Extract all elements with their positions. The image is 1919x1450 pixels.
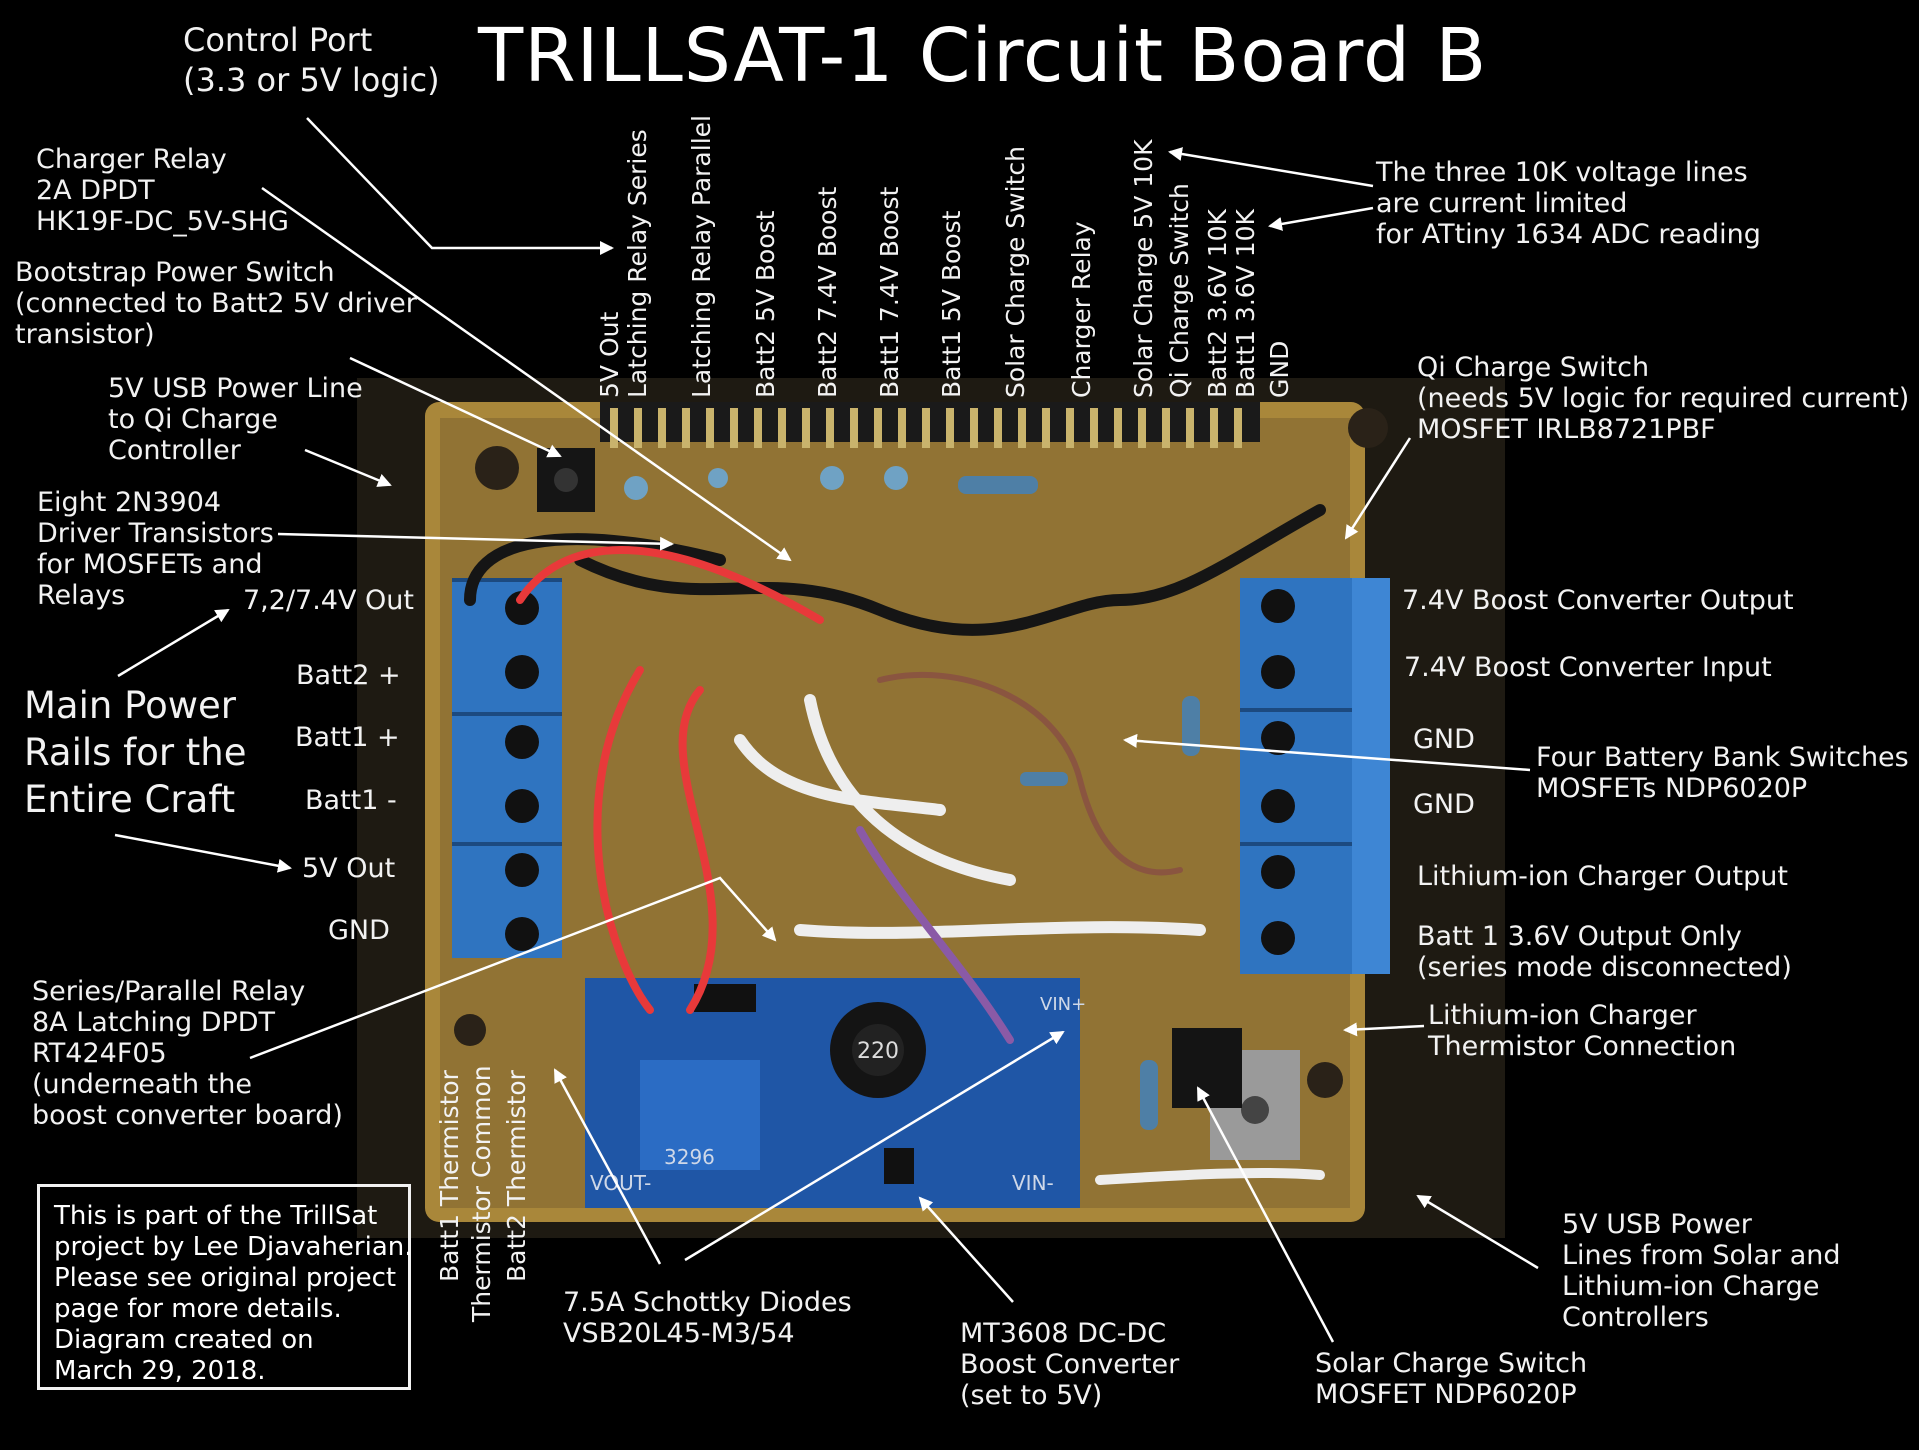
left-terminal-label-3: Batt1 + <box>295 722 400 753</box>
callout-mt3608: MT3608 DC-DC Boost Converter (set to 5V) <box>960 1318 1180 1411</box>
arrow-charger-relay <box>261 186 792 562</box>
callout-driver-transistors: Eight 2N3904 Driver Transistors for MOSF… <box>37 487 274 611</box>
arrow-usb-power-lines <box>1416 1194 1539 1270</box>
callout-control-port: Control Port (3.3 or 5V logic) <box>183 21 440 99</box>
arrow-series-parallel <box>249 876 777 1060</box>
arrow-10k-bottom <box>1268 206 1374 231</box>
arrow-schottky-right <box>684 1030 1065 1262</box>
arrow-usb-power-line <box>304 448 392 487</box>
arrow-main-power-up <box>117 608 230 678</box>
arrow-schottky-left <box>553 1068 662 1265</box>
callout-battery-bank-switches: Four Battery Bank Switches MOSFETs NDP60… <box>1536 742 1909 804</box>
right-terminal-label-5: Lithium-ion Charger Output <box>1417 861 1788 892</box>
arrow-mt3608 <box>918 1196 1014 1303</box>
info-box: This is part of the TrillSat project by … <box>37 1184 413 1390</box>
arrow-battery-switches <box>1123 733 1531 772</box>
left-terminal-label-2: Batt2 + <box>296 660 401 691</box>
left-terminal-label-4: Batt1 - <box>305 785 397 816</box>
arrow-solar-switch <box>1196 1086 1335 1343</box>
mosfet-heatsink <box>1172 1028 1300 1160</box>
arrow-control-port <box>306 117 614 255</box>
resistors <box>624 466 1200 1130</box>
callout-thermistor-connection: Lithium-ion Charger Thermistor Connectio… <box>1428 1000 1737 1062</box>
arrow-main-power-down <box>114 833 292 873</box>
callout-charger-relay: Charger Relay 2A DPDT HK19F-DC_5V-SHG <box>36 144 289 237</box>
arrow-driver-transistors <box>277 532 674 551</box>
callout-main-power-rails: Main Power Rails for the Entire Craft <box>24 684 247 821</box>
right-terminal-label-2: 7.4V Boost Converter Input <box>1404 652 1772 683</box>
mount-hole-tl <box>475 446 519 490</box>
callout-series-parallel-relay: Series/Parallel Relay 8A Latching DPDT R… <box>32 976 343 1131</box>
callout-10k-voltage-lines: The three 10K voltage lines are current … <box>1376 157 1761 250</box>
callout-usb-power-line: 5V USB Power Line to Qi Charge Controlle… <box>108 373 363 466</box>
callout-qi-charge-switch: Qi Charge Switch (needs 5V logic for req… <box>1417 352 1910 445</box>
inductor-value: 220 <box>857 1039 899 1064</box>
mount-hole-tr <box>1348 408 1388 448</box>
right-terminal-label-3: GND <box>1413 724 1475 755</box>
left-terminal-label-6: GND <box>328 915 390 946</box>
callout-solar-charge-switch: Solar Charge Switch MOSFET NDP6020P <box>1315 1348 1588 1410</box>
info-text: This is part of the TrillSat project by … <box>54 1201 413 1386</box>
left-terminal-block <box>452 578 562 958</box>
pot-label: 3296 <box>664 1145 715 1169</box>
mount-hole-bl <box>454 1014 486 1046</box>
callout-bootstrap-switch: Bootstrap Power Switch (connected to Bat… <box>15 257 417 350</box>
arrow-10k-top <box>1168 147 1374 188</box>
arrow-thermistor <box>1343 1022 1425 1037</box>
mount-hole-br <box>1307 1062 1343 1098</box>
vin-minus-label: VIN- <box>1012 1171 1054 1195</box>
callout-usb-power-lines: 5V USB Power Lines from Solar and Lithiu… <box>1562 1209 1841 1333</box>
right-terminal-label-1: 7.4V Boost Converter Output <box>1402 585 1794 616</box>
diagram-title: TRILLSAT-1 Circuit Board B <box>478 13 1488 99</box>
vin-plus-label: VIN+ <box>1040 994 1086 1015</box>
callout-schottky-diodes: 7.5A Schottky Diodes VSB20L45-M3/54 <box>563 1287 852 1349</box>
arrow-qi-switch <box>1344 437 1412 540</box>
left-terminal-label-1: 7,2/7.4V Out <box>243 585 414 616</box>
arrow-bootstrap <box>349 356 562 458</box>
right-terminal-block <box>1240 578 1390 974</box>
left-terminal-label-5: 5V Out <box>302 853 396 884</box>
right-terminal-label-6: Batt 1 3.6V Output Only (series mode dis… <box>1417 921 1792 983</box>
right-terminal-label-4: GND <box>1413 789 1475 820</box>
header-pins <box>600 402 1260 448</box>
